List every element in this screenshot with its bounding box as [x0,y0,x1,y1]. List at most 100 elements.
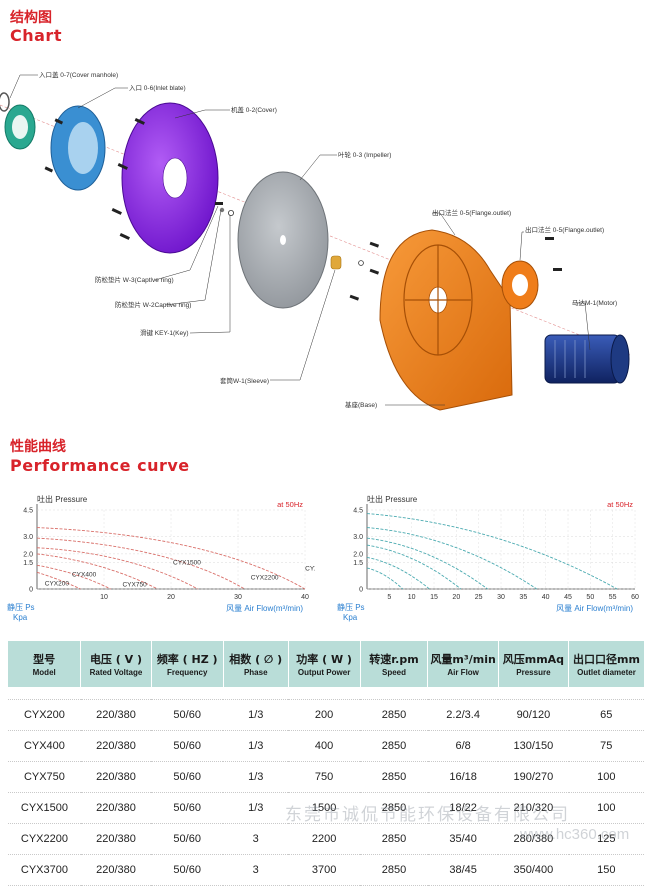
series-curve [366,513,618,590]
table-cell: 75 [568,730,644,762]
y-tick-label: 1.5 [353,560,363,567]
series-label: CYX2200 [251,574,279,581]
series-label: CYX750 [122,581,147,588]
column-header-cn: 风量m³/min [430,653,496,666]
column-header-cn: 电压 ( V ) [89,653,142,666]
sleeve-part [330,255,342,270]
watermark-url: www.hc360.com [520,826,630,843]
y-tick-label: 0 [359,587,363,594]
table-cell: CYX3700 [8,854,81,886]
column-header-cn: 风压mmAq [502,653,565,666]
x-tick-label: 10 [100,594,108,601]
x-tick-label: 30 [497,594,505,601]
table-cell: 220/380 [80,730,152,762]
table-cell: 2200 [288,823,361,855]
impeller-part [237,171,329,309]
inlet-plate-part [50,105,106,191]
structure-title-cn: 结构图 [10,10,52,26]
x-tick-label: 5 [387,594,391,601]
y-tick-label: 2.0 [23,551,33,558]
column-header: 频率 ( HZ )Frequency [151,641,224,687]
table-cell: CYX400 [8,730,81,762]
table-cell: 1/3 [223,761,289,793]
table-cell: 2850 [360,854,428,886]
column-header: 功率 ( W )Output Power [288,641,361,687]
table-cell: 220/380 [80,761,152,793]
static-pressure-label: 静压 Ps [7,602,35,612]
column-header-cn: 出口口径mm [573,653,640,666]
table-cell: 50/60 [151,823,224,855]
table-cell: 2850 [360,730,428,762]
table-cell: 50/60 [151,699,224,731]
table-cell: 1/3 [223,699,289,731]
column-header-en: Phase [243,668,268,677]
table-cell: 6/8 [427,730,499,762]
table-cell: 2850 [360,792,428,824]
flange-outlet-part [501,260,539,310]
column-header: 电压 ( V ) Rated Voltage [80,641,152,687]
table-cell: 65 [568,699,644,731]
label-inlet-plate: 入口 0-6(Inlet blate) [129,84,186,92]
series-curve [366,556,430,590]
performance-title-cn: 性能曲线 [10,439,66,455]
series-curve [366,544,462,590]
pressure-unit-label: Kpa [13,613,28,622]
cover-part [121,102,219,254]
y-axis-title: 吐出 Pressure [367,494,418,504]
table-cell: CYX2200 [8,823,81,855]
table-cell: 2850 [360,823,428,855]
watermark-company: 东莞市诚侃节能环保设备有限公司 [285,805,570,825]
x-tick-label: 60 [631,594,639,601]
table-cell: CYX200 [8,699,81,731]
x-tick-label: 40 [301,594,309,601]
label-flange-outlet-2: 出口法兰 0-5(Flange.outlet) [525,225,604,234]
x-axis-title: 风量 Air Flow(m³/min) [556,604,633,613]
table-cell: 50/60 [151,761,224,793]
exploded-view-diagram: 入口盖 0-7(Cover manhole) 入口 0-6(Inlet blat… [0,70,631,411]
base-part [379,229,513,411]
series-curve [36,527,306,590]
x-tick-label: 30 [234,594,242,601]
label-base: 基座(Base) [345,400,377,409]
column-header-en: Rated Voltage [89,668,143,677]
x-tick-label: 10 [408,594,416,601]
table-cell: 1500 [288,792,361,824]
x-tick-label: 20 [167,594,175,601]
y-tick-label: 3.0 [353,534,363,541]
label-cover: 机盖 0-2(Cover) [231,105,277,114]
y-tick-label: 3.0 [23,534,33,541]
x-tick-label: 20 [452,594,460,601]
column-header-cn: 相数 ( ∅ ) [229,653,283,666]
x-tick-label: 40 [542,594,550,601]
column-header-cn: 型号 [33,653,56,666]
x-tick-label: 35 [519,594,527,601]
table-cell: 125 [568,823,644,855]
y-tick-label: 4.5 [23,508,33,515]
series-curve [36,547,199,590]
column-header-en: Air Flow [447,668,479,677]
table-cell: 750 [288,761,361,793]
motor-part [544,334,630,384]
series-curve [36,571,81,590]
bolts [44,117,562,301]
y-axis-title: 吐出 Pressure [37,494,88,504]
x-tick-label: 45 [564,594,572,601]
table-cell: 3 [223,823,289,855]
series-curve [366,527,537,590]
x-tick-label: 55 [609,594,617,601]
static-pressure-label: 静压 Ps [337,602,365,612]
series-curve [36,564,111,590]
column-header-cn: 频率 ( HZ ) [156,653,218,666]
end-ring-part [0,92,10,112]
table-cell: 90/120 [498,699,569,731]
table-cell: 150 [568,854,644,886]
column-header-en: Output Power [297,668,351,677]
column-header: 相数 ( ∅ ) Phase [223,641,289,687]
